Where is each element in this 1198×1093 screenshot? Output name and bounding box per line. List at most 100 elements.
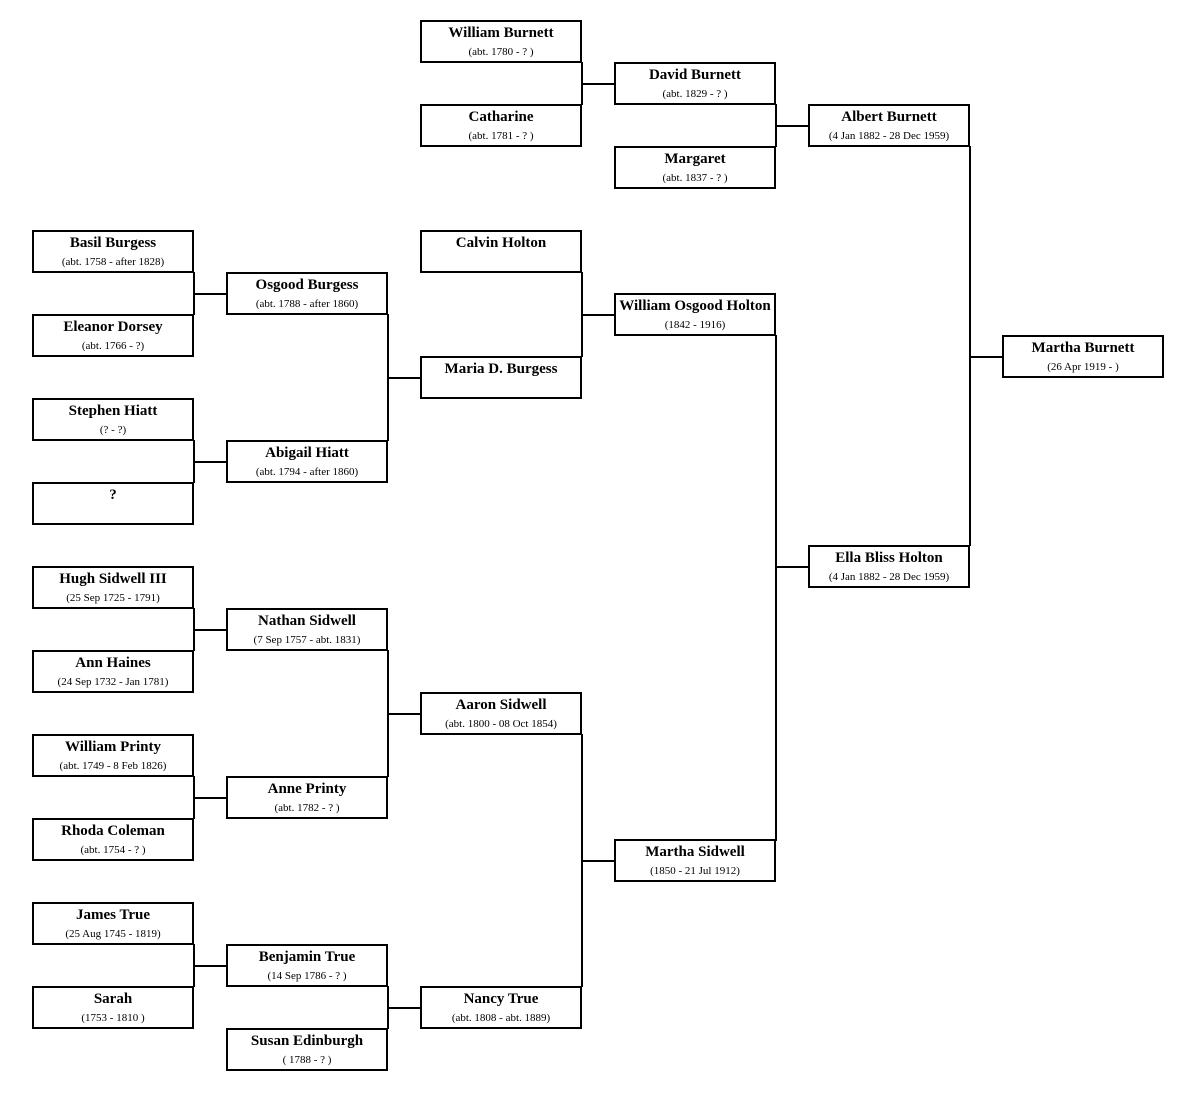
person-name: Abigail Hiatt bbox=[265, 445, 349, 461]
person-dates: (abt. 1766 - ?) bbox=[81, 340, 145, 352]
person-dates: (26 Apr 1919 - ) bbox=[1047, 361, 1119, 373]
person-box: Sarah (1753 - 1810 ) bbox=[32, 986, 194, 1029]
person-box: Rhoda Coleman (abt. 1754 - ? ) bbox=[32, 818, 194, 861]
person-box: Nancy True (abt. 1808 - abt. 1889) bbox=[420, 986, 582, 1029]
person-dates: (abt. 1788 - after 1860) bbox=[255, 298, 359, 310]
connector-line bbox=[194, 797, 227, 799]
connector-line bbox=[194, 965, 227, 967]
person-name: William Burnett bbox=[448, 25, 554, 41]
person-name: Nathan Sidwell bbox=[258, 613, 356, 629]
person-name: Nancy True bbox=[463, 991, 539, 1007]
person-box: Basil Burgess (abt. 1758 - after 1828) bbox=[32, 230, 194, 273]
person-box: Stephen Hiatt (? - ?) bbox=[32, 398, 194, 441]
person-name: Rhoda Coleman bbox=[61, 823, 165, 839]
person-box: Ella Bliss Holton (4 Jan 1882 - 28 Dec 1… bbox=[808, 545, 970, 588]
person-dates: (14 Sep 1786 - ? ) bbox=[267, 970, 347, 982]
person-name: Basil Burgess bbox=[69, 235, 157, 251]
person-box: Nathan Sidwell (7 Sep 1757 - abt. 1831) bbox=[226, 608, 388, 651]
person-box: Catharine (abt. 1781 - ? ) bbox=[420, 104, 582, 147]
person-name: Martha Sidwell bbox=[645, 844, 745, 860]
person-name: Osgood Burgess bbox=[255, 277, 359, 293]
person-box: William Burnett (abt. 1780 - ? ) bbox=[420, 20, 582, 63]
person-name: Sarah bbox=[93, 991, 133, 1007]
connector-line bbox=[582, 314, 615, 316]
person-dates: (7 Sep 1757 - abt. 1831) bbox=[253, 634, 361, 646]
person-dates: (1850 - 21 Jul 1912) bbox=[650, 865, 740, 877]
connector-line bbox=[388, 1007, 421, 1009]
person-dates: (abt. 1800 - 08 Oct 1854) bbox=[445, 718, 557, 730]
connector-line bbox=[970, 356, 1003, 358]
person-dates: (abt. 1829 - ? ) bbox=[662, 88, 728, 100]
person-box: David Burnett (abt. 1829 - ? ) bbox=[614, 62, 776, 105]
person-name: Maria D. Burgess bbox=[444, 361, 558, 377]
person-dates: (4 Jan 1882 - 28 Dec 1959) bbox=[828, 571, 950, 583]
person-name: Hugh Sidwell III bbox=[59, 571, 167, 587]
person-dates: ( 1788 - ? ) bbox=[282, 1054, 332, 1066]
person-box: Susan Edinburgh ( 1788 - ? ) bbox=[226, 1028, 388, 1071]
person-box: Martha Sidwell (1850 - 21 Jul 1912) bbox=[614, 839, 776, 882]
person-box: Anne Printy (abt. 1782 - ? ) bbox=[226, 776, 388, 819]
connector-line bbox=[776, 125, 809, 127]
person-name: Aaron Sidwell bbox=[455, 697, 547, 713]
person-box: James True (25 Aug 1745 - 1819) bbox=[32, 902, 194, 945]
person-dates: (1753 - 1810 ) bbox=[81, 1012, 145, 1024]
person-box: Margaret (abt. 1837 - ? ) bbox=[614, 146, 776, 189]
connector-line bbox=[776, 566, 809, 568]
person-dates: (abt. 1781 - ? ) bbox=[468, 130, 534, 142]
person-dates: (abt. 1782 - ? ) bbox=[274, 802, 340, 814]
person-box: Hugh Sidwell III (25 Sep 1725 - 1791) bbox=[32, 566, 194, 609]
person-box: William Printy (abt. 1749 - 8 Feb 1826) bbox=[32, 734, 194, 777]
connector-line bbox=[194, 629, 227, 631]
connector-line bbox=[582, 83, 615, 85]
person-dates: (abt. 1808 - abt. 1889) bbox=[451, 1012, 551, 1024]
person-name: William Printy bbox=[65, 739, 161, 755]
person-box: Osgood Burgess (abt. 1788 - after 1860) bbox=[226, 272, 388, 315]
person-name: Ella Bliss Holton bbox=[835, 550, 943, 566]
connector-line bbox=[194, 461, 227, 463]
person-name: William Osgood Holton bbox=[619, 298, 771, 314]
person-dates: (abt. 1754 - ? ) bbox=[80, 844, 146, 856]
person-name: Calvin Holton bbox=[455, 235, 547, 251]
person-box: Abigail Hiatt (abt. 1794 - after 1860) bbox=[226, 440, 388, 483]
person-box: Benjamin True (14 Sep 1786 - ? ) bbox=[226, 944, 388, 987]
person-dates: (1842 - 1916) bbox=[664, 319, 726, 331]
person-box: Calvin Holton bbox=[420, 230, 582, 273]
person-dates: (abt. 1758 - after 1828) bbox=[61, 256, 165, 268]
person-box: William Osgood Holton (1842 - 1916) bbox=[614, 293, 776, 336]
person-box: Aaron Sidwell (abt. 1800 - 08 Oct 1854) bbox=[420, 692, 582, 735]
person-name: ? bbox=[109, 487, 117, 503]
connector-line bbox=[194, 293, 227, 295]
connector-line bbox=[388, 377, 421, 379]
person-box: Albert Burnett (4 Jan 1882 - 28 Dec 1959… bbox=[808, 104, 970, 147]
person-name: Martha Burnett bbox=[1031, 340, 1135, 356]
person-name: Stephen Hiatt bbox=[68, 403, 158, 419]
person-dates: (abt. 1794 - after 1860) bbox=[255, 466, 359, 478]
person-name: Benjamin True bbox=[258, 949, 356, 965]
person-name: Ann Haines bbox=[75, 655, 151, 671]
person-box: Ann Haines (24 Sep 1732 - Jan 1781) bbox=[32, 650, 194, 693]
person-dates: (24 Sep 1732 - Jan 1781) bbox=[57, 676, 169, 688]
person-name: Anne Printy bbox=[267, 781, 347, 797]
person-dates: (4 Jan 1882 - 28 Dec 1959) bbox=[828, 130, 950, 142]
connector-line bbox=[388, 713, 421, 715]
connector-line bbox=[969, 146, 971, 546]
connector-line bbox=[775, 335, 777, 841]
person-dates: (abt. 1837 - ? ) bbox=[662, 172, 728, 184]
person-name: James True bbox=[75, 907, 151, 923]
person-box: Eleanor Dorsey (abt. 1766 - ?) bbox=[32, 314, 194, 357]
person-box: Maria D. Burgess bbox=[420, 356, 582, 399]
person-dates: (abt. 1780 - ? ) bbox=[468, 46, 534, 58]
person-name: Catharine bbox=[468, 109, 534, 125]
person-name: David Burnett bbox=[648, 67, 742, 83]
connector-line bbox=[582, 860, 615, 862]
person-box: ? bbox=[32, 482, 194, 525]
person-dates: (? - ?) bbox=[99, 424, 127, 436]
person-dates: (25 Sep 1725 - 1791) bbox=[66, 592, 160, 604]
person-box-root: Martha Burnett (26 Apr 1919 - ) bbox=[1002, 335, 1164, 378]
person-name: Susan Edinburgh bbox=[250, 1033, 364, 1049]
person-name: Margaret bbox=[664, 151, 726, 167]
person-name: Albert Burnett bbox=[841, 109, 937, 125]
person-dates: (25 Aug 1745 - 1819) bbox=[65, 928, 161, 940]
person-dates: (abt. 1749 - 8 Feb 1826) bbox=[59, 760, 167, 772]
